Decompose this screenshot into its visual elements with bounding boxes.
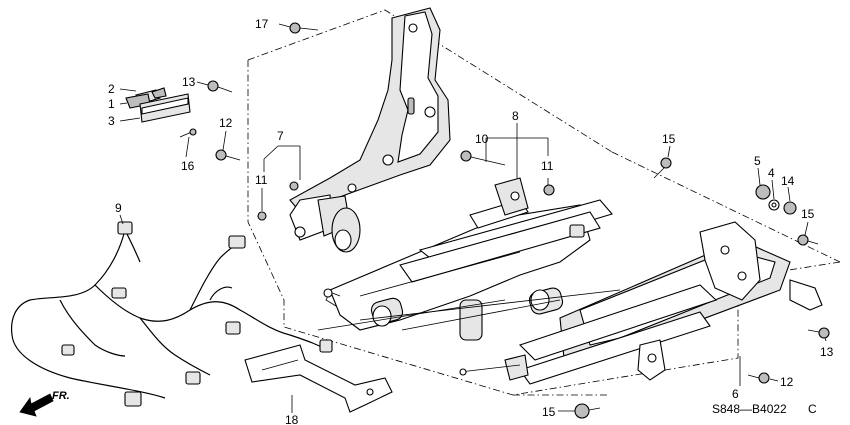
callout-10: 10	[475, 132, 489, 146]
callout-15-bottom: 15	[542, 405, 556, 419]
callout-13-right: 13	[820, 345, 834, 359]
callout-17: 17	[255, 17, 269, 31]
catalog-code: S848—B4022 C	[712, 402, 817, 416]
callout-3: 3	[108, 114, 115, 128]
callout-7: 7	[277, 129, 284, 143]
callout-18: 18	[285, 413, 299, 425]
callout-1: 1	[108, 97, 115, 111]
callout-11-left: 11	[255, 173, 268, 187]
callout-12-left: 12	[219, 116, 233, 130]
wire-harness	[10, 221, 333, 407]
callout-9: 9	[115, 201, 122, 215]
assembly-outline	[247, 9, 841, 396]
callout-14: 14	[781, 174, 795, 188]
callout-6: 6	[732, 387, 739, 401]
front-arrow-icon	[19, 393, 54, 417]
callout-4: 4	[768, 166, 775, 180]
front-label: FR.	[52, 390, 70, 402]
hardware	[125, 22, 830, 419]
callout-13-top: 13	[182, 75, 196, 89]
leader-lines	[119, 23, 827, 413]
callout-8: 8	[512, 109, 519, 123]
callout-2: 2	[108, 82, 115, 96]
callout-11-center: 11	[541, 159, 554, 173]
front-direction-indicator: FR.	[19, 390, 70, 417]
part-callouts: 17 2 1 3 13 12 16 7 11 9 8 10 11 15 5 4 …	[108, 17, 834, 425]
callout-16: 16	[181, 159, 195, 173]
callout-15-right: 15	[801, 207, 815, 221]
seat-back-recliner-frame	[289, 7, 451, 253]
seat-track-frame	[317, 177, 823, 385]
front-bracket	[244, 344, 393, 413]
callout-12-right: 12	[780, 375, 794, 389]
catalog-code-suffix: C	[808, 402, 817, 416]
callout-5: 5	[754, 154, 761, 168]
catalog-code-text: S848—B4022	[712, 402, 787, 416]
callout-15-center: 15	[662, 132, 676, 146]
